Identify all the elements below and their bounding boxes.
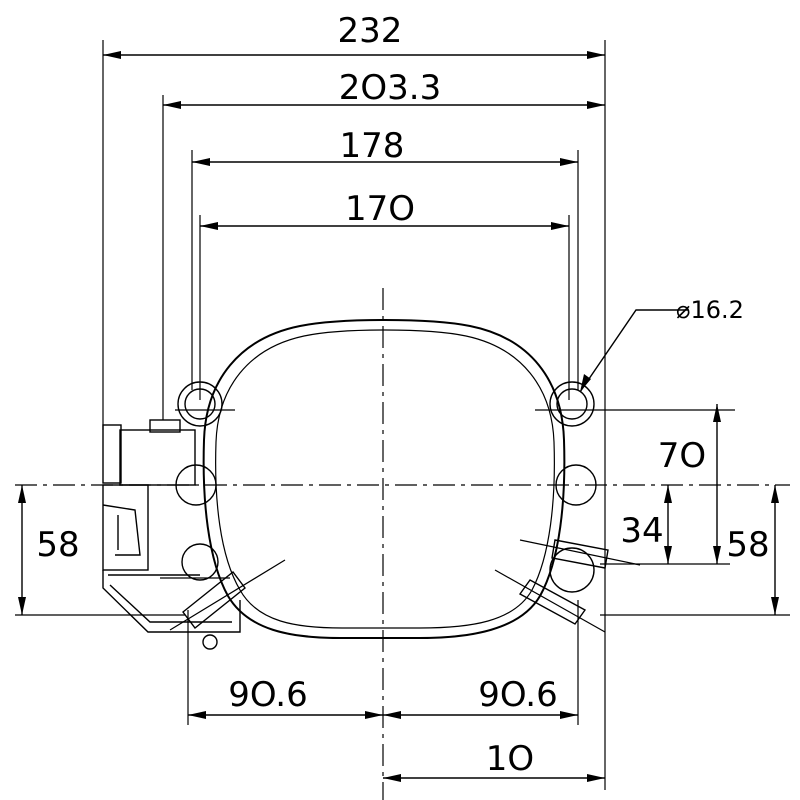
right-lower-foot	[549, 547, 595, 593]
dimension-10	[383, 470, 606, 790]
dimension-label-90-6-left: 9O.6	[228, 675, 307, 715]
dimension-label-70: 7O	[658, 436, 706, 476]
right-middle-foot	[555, 464, 597, 506]
electrical-terminal-box	[102, 419, 241, 650]
dimension-label-34: 34	[620, 511, 663, 551]
dimension-34	[664, 485, 672, 564]
dimension-label-203-3: 2O3.3	[339, 68, 441, 108]
hole-diameter-leader	[579, 309, 688, 393]
dimension-170	[199, 215, 570, 400]
dimension-90-6-right	[383, 600, 579, 725]
dimension-178	[191, 150, 579, 390]
dimension-203-3	[162, 95, 605, 420]
dimension-label-10: 1O	[486, 739, 534, 779]
compressor-shell	[202, 319, 566, 639]
left-lower-foot	[160, 543, 230, 581]
right-upper-foot	[535, 381, 735, 427]
left-tube	[169, 559, 286, 631]
hole-diameter-label: ⌀16.2	[676, 296, 744, 324]
dimension-label-90-6-right: 9O.6	[478, 675, 557, 715]
dimension-90-6-left	[187, 610, 383, 725]
dimension-label-58-left: 58	[36, 525, 79, 565]
dimension-label-178: 178	[340, 126, 405, 166]
dimension-70	[600, 404, 730, 565]
dimension-232	[102, 40, 606, 470]
dimension-label-58-right: 58	[726, 525, 769, 565]
dimension-58-right	[600, 485, 790, 616]
dimension-58-left	[15, 485, 185, 616]
dimension-label-232: 232	[338, 11, 403, 51]
left-upper-foot	[175, 381, 235, 427]
dimension-label-170: 17O	[345, 189, 415, 229]
right-tube-lower	[494, 569, 606, 633]
